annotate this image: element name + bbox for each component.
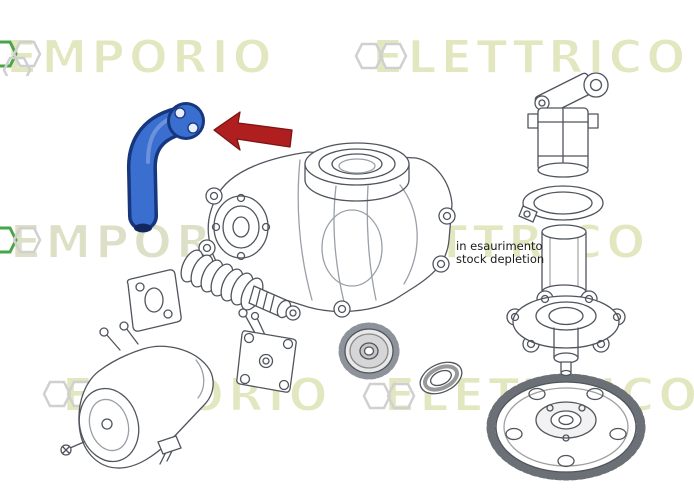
spur-gear bbox=[338, 322, 400, 380]
terminal-block bbox=[157, 435, 182, 465]
worm-spring bbox=[180, 249, 264, 311]
ball-bearing bbox=[419, 361, 463, 395]
note-line-italian: in esaurimento bbox=[456, 239, 543, 253]
flange-hub bbox=[506, 290, 626, 377]
watermark-text: EMPORIO bbox=[5, 29, 276, 85]
hexagon-logo-icon bbox=[0, 40, 42, 76]
note-line-english: stock depletion bbox=[456, 252, 545, 266]
hexagon-logo-icon bbox=[0, 226, 42, 254]
red-arrow bbox=[213, 111, 293, 151]
mounting-bracket bbox=[236, 308, 297, 393]
gearmotor bbox=[60, 321, 214, 469]
clamp-ring bbox=[518, 185, 604, 223]
flange-plate bbox=[126, 269, 182, 332]
housing-mounting-ears bbox=[198, 187, 456, 318]
hexagon-logo-icon bbox=[362, 382, 416, 410]
crown-gear bbox=[486, 373, 646, 481]
watermark-text: ELETTRICO bbox=[371, 29, 690, 85]
release-arm-highlighted bbox=[126, 102, 205, 233]
gearbox-housing bbox=[198, 142, 456, 318]
housing-front-flange bbox=[211, 193, 271, 261]
stock-depletion-note: in esaurimento stock depletion bbox=[456, 240, 544, 266]
screw bbox=[60, 441, 85, 456]
worm-shaft bbox=[248, 285, 301, 321]
hexagon-logo-icon bbox=[354, 42, 408, 70]
release-lever bbox=[534, 72, 609, 116]
piston-cylinder bbox=[541, 224, 587, 300]
lock-body bbox=[527, 107, 599, 178]
